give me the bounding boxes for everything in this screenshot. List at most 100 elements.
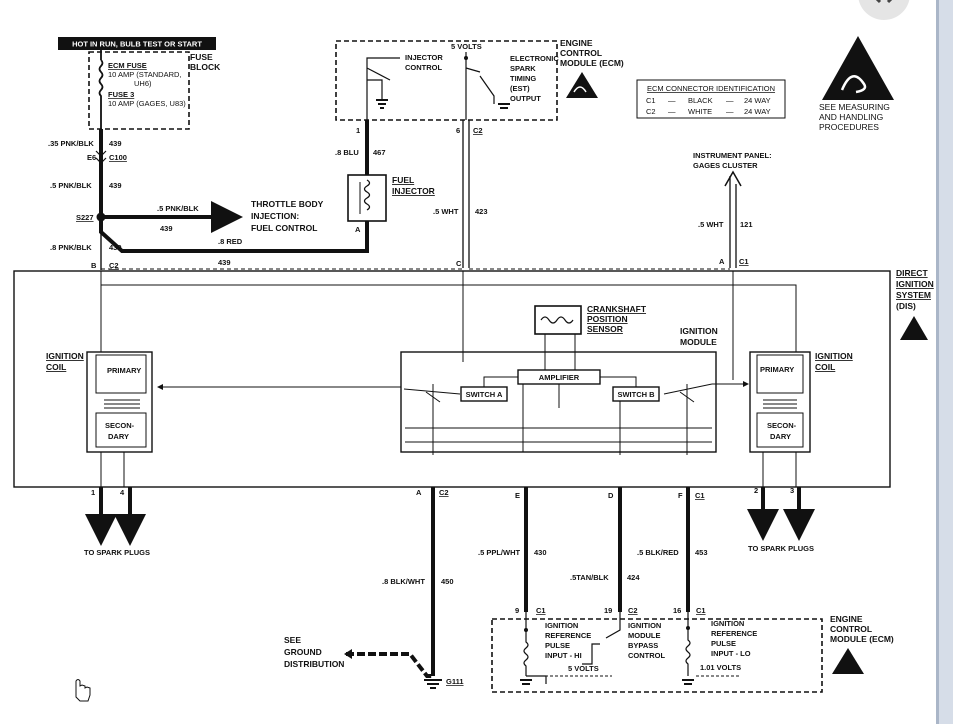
ground-label-3: DISTRIBUTION [284, 659, 344, 669]
switch-b-label: SWITCH B [617, 390, 655, 399]
fuse-block [88, 51, 190, 130]
ref-hi-label: IGNITION [545, 621, 578, 630]
pin-label: 9 [515, 606, 519, 615]
pin-label: 19 [604, 606, 612, 615]
wire-label: .35 PNK/BLK [48, 139, 94, 148]
esd-note-3: PROCEDURES [819, 122, 879, 132]
wire-number: 430 [534, 548, 547, 557]
wire-label: .5 WHT [698, 220, 724, 229]
ref-lo-label: IGNITION [711, 619, 744, 628]
connector-label: C1 [739, 257, 749, 266]
injector-title: FUEL [392, 175, 414, 185]
throttle-label-2: INJECTION: [251, 211, 299, 221]
coil-secondary-label-2: DARY [108, 432, 129, 441]
bypass-label: IGNITION [628, 621, 661, 630]
connector-label: C1 [536, 606, 546, 615]
coil-secondary-label: SECON- [105, 421, 135, 430]
ground-icon [424, 679, 442, 689]
conn-id-cell: 24 WAY [744, 96, 771, 105]
wire-number: 423 [475, 207, 488, 216]
ecm-title-2: CONTROL [560, 48, 602, 58]
gages-title-2: GAGES CLUSTER [693, 161, 758, 170]
connector-id-box [636, 79, 786, 119]
ref-lo-label-3: PULSE [711, 639, 736, 648]
power-banner-text: HOT IN RUN, BULB TEST OR START [72, 40, 202, 49]
wire-number: 439 [218, 258, 231, 267]
dis-title: DIRECT [896, 268, 928, 278]
wire-label: .5TAN/BLK [570, 573, 609, 582]
pin-label: 6 [456, 126, 460, 135]
crank-title-2: POSITION [587, 314, 628, 324]
throttle-label-3: FUEL CONTROL [251, 223, 317, 233]
ecm-fuse-label: ECM FUSE [108, 61, 147, 70]
fuse-block-title: FUSE [190, 52, 213, 62]
bypass-label-3: BYPASS [628, 641, 658, 650]
pin-label: D [608, 491, 614, 500]
esd-note-2: AND HANDLING [819, 112, 883, 122]
pin-label: 2 [754, 486, 758, 495]
five-volts-label: 5 VOLTS [568, 664, 599, 673]
conn-id-cell: — [668, 107, 676, 116]
wire-number: 439 [109, 181, 122, 190]
est-label: ELECTRONIC [510, 54, 559, 63]
ground-label-2: GROUND [284, 647, 322, 657]
coil-title-2: COIL [46, 362, 66, 372]
est-label-5: OUTPUT [510, 94, 541, 103]
connector-label: C1 [696, 606, 706, 615]
connector-id-title: ECM CONNECTOR IDENTIFICATION [647, 84, 775, 93]
esd-warning-icon [822, 36, 894, 100]
wire-number: 450 [441, 577, 454, 586]
ecm-top-box [335, 40, 558, 121]
coil-primary-label: PRIMARY [760, 365, 794, 374]
fuse3-desc: 10 AMP (GAGES, U83) [108, 99, 186, 108]
injector-control-label-2: CONTROL [405, 63, 442, 72]
ground-id: G111 [446, 677, 464, 686]
ecm-bottom-title-2: CONTROL [830, 624, 872, 634]
conn-id-cell: C2 [646, 107, 656, 116]
pin-label: 3 [790, 486, 794, 495]
conn-id-cell: 24 WAY [744, 107, 771, 116]
conn-id-cell: WHITE [688, 107, 712, 116]
pin-label: B [91, 261, 97, 270]
ref-lo-label-4: INPUT - LO [711, 649, 751, 658]
bypass-label-2: MODULE [628, 631, 661, 640]
dis-box [13, 270, 891, 488]
coil-secondary-label: SECON- [767, 421, 797, 430]
conn-id-cell: — [726, 96, 734, 105]
ecm-title: ENGINE [560, 38, 593, 48]
ground-label: SEE [284, 635, 301, 645]
connector-label: C1 [695, 491, 705, 500]
crank-title-3: SENSOR [587, 324, 623, 334]
throttle-label: THROTTLE BODY [251, 199, 324, 209]
wire-number: 439 [109, 243, 122, 252]
pin-label: A [416, 488, 422, 497]
est-label-4: (EST) [510, 84, 530, 93]
wire-label: .5 WHT [433, 207, 459, 216]
pin-label: 4 [120, 488, 125, 497]
conn-id-cell: — [668, 96, 676, 105]
close-icon[interactable] [858, 0, 910, 20]
crank-title: CRANKSHAFT [587, 304, 647, 314]
wire-number: 467 [373, 148, 386, 157]
ignition-coil-left [86, 351, 153, 453]
one-volts-label: 1.01 VOLTS [700, 663, 741, 672]
dis-title-2: IGNITION [896, 279, 934, 289]
connector-label: C2 [628, 606, 638, 615]
scrollbar-track[interactable] [936, 0, 953, 724]
esd-icon [832, 648, 864, 674]
pin-label: F [678, 491, 683, 500]
coil-secondary-label-2: DARY [770, 432, 791, 441]
dis-title-3: SYSTEM [896, 290, 931, 300]
wire-number: 424 [627, 573, 640, 582]
wire-label: .8 BLK/WHT [382, 577, 425, 586]
spark-plugs-label: TO SPARK PLUGS [84, 548, 150, 557]
pin-label: A [719, 257, 725, 266]
wire-label: .5 PPL/WHT [478, 548, 521, 557]
wire-label: .8 RED [218, 237, 243, 246]
connector-label: C2 [473, 126, 483, 135]
esd-note: SEE MEASURING [819, 102, 890, 112]
ecm-fuse-desc-2: UH6) [134, 79, 152, 88]
conn-id-cell: C1 [646, 96, 656, 105]
conn-id-cell: BLACK [688, 96, 713, 105]
